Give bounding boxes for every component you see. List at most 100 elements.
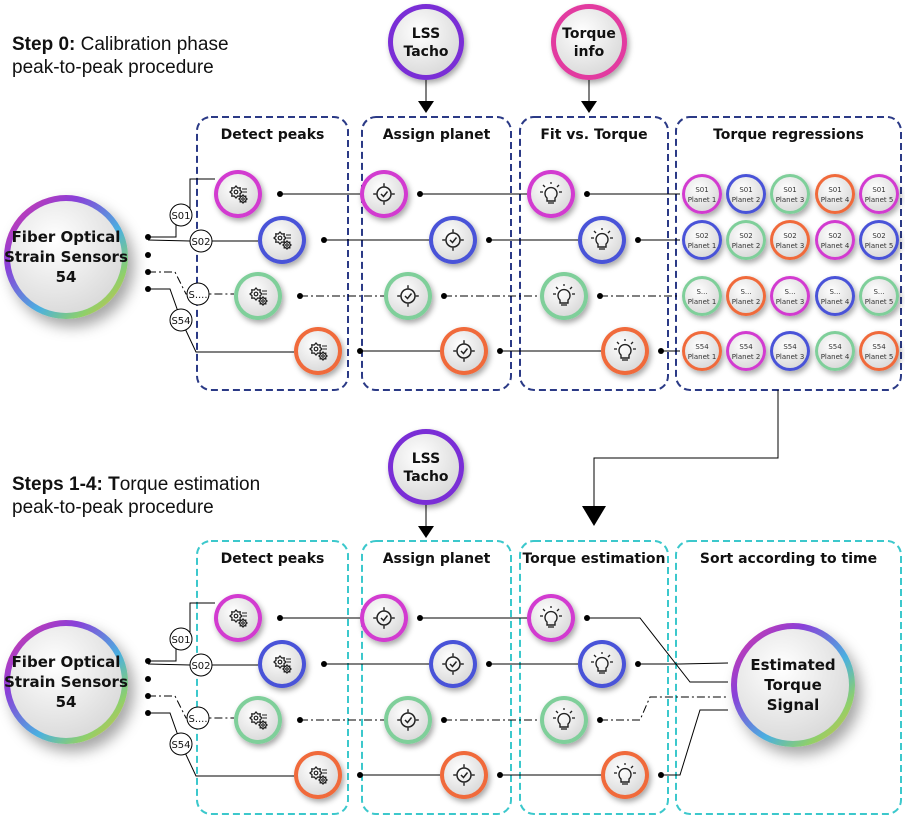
- gear-large-hub: [313, 346, 319, 352]
- stage-fourth: [675, 540, 902, 815]
- input-lss-tacho-top-line2: Tacho: [403, 44, 448, 60]
- input-lss-tacho-top-line1: LSS: [412, 26, 440, 42]
- node-face: [388, 276, 428, 316]
- step14-heading: Steps 1-4: Torque estimation peak-to-pea…: [12, 473, 260, 519]
- regression-sensor: S02: [695, 232, 708, 240]
- gears-icon: [228, 184, 249, 205]
- dial-check-icon: [373, 607, 395, 629]
- gear-large-hub: [253, 291, 259, 297]
- regression-face: [818, 279, 852, 313]
- source-sensors-top-line3: 54: [56, 268, 77, 286]
- lightbulb-icon: [614, 763, 636, 785]
- bulb-ray: [607, 654, 611, 658]
- lightbulb-icon: [553, 284, 575, 306]
- node-face: [433, 220, 473, 260]
- gear-small-hub: [285, 243, 289, 247]
- gear-large: [228, 184, 244, 200]
- gears-icon: [308, 765, 329, 786]
- assign-node-row4: [440, 327, 488, 375]
- regression-planet: Planet 2: [732, 353, 761, 361]
- regression-planet: Planet 5: [865, 298, 894, 306]
- regression-face: [773, 223, 807, 257]
- regression-face: [862, 279, 896, 313]
- stage-assign-planet: [361, 116, 512, 391]
- bulb-node-row3: [540, 696, 588, 744]
- stage-assign-planet-title: Assign planet: [383, 127, 491, 143]
- stage-third: [519, 116, 669, 391]
- bulb-ray: [616, 765, 620, 769]
- gear-large: [272, 230, 288, 246]
- regression-planet: Planet 5: [865, 242, 894, 250]
- sensor-tag-s54-text: S54: [171, 740, 190, 751]
- node-face: [444, 331, 484, 371]
- regression-planet: Planet 2: [732, 298, 761, 306]
- fan-sdots: [148, 695, 234, 719]
- input-lss-tacho-bottom: LSS Tacho: [388, 429, 464, 505]
- bulb-node-row3: [540, 272, 588, 320]
- bulb-node-row2: [578, 640, 626, 688]
- gears-icon: [308, 341, 329, 362]
- node-face: [605, 755, 645, 795]
- node-face: [364, 174, 404, 214]
- regression-face: [818, 334, 852, 368]
- gear-large-hub: [253, 715, 259, 721]
- gear-small: [237, 617, 249, 629]
- regression-arrow-head: [582, 506, 606, 526]
- regression-face: [685, 334, 719, 368]
- gears-icon: [272, 654, 293, 675]
- gear-large-hub: [277, 235, 283, 241]
- gear-small-hub: [261, 723, 265, 727]
- regression-face: [862, 223, 896, 257]
- bulb-ray: [555, 286, 559, 290]
- dial-check-icon: [397, 285, 419, 307]
- detect-node-row2: [258, 640, 306, 688]
- sensor-tag-s54-text: S54: [171, 316, 190, 327]
- check-mark: [460, 772, 469, 779]
- bulb-ray: [630, 341, 634, 345]
- source-sensors-bottom-line2: Strain Sensors: [4, 673, 128, 691]
- regression-cell: S...Planet 4: [815, 276, 855, 316]
- bulb-ray: [555, 710, 559, 714]
- bulb-ray: [556, 608, 560, 612]
- gear-large-hub: [233, 189, 239, 195]
- regression-face: [685, 177, 719, 211]
- regression-sensor: S02: [872, 232, 885, 240]
- step14-heading-line1: orque estimation: [119, 474, 261, 495]
- regression-sensor: S01: [872, 186, 885, 194]
- node-face: [444, 755, 484, 795]
- node-face: [605, 331, 645, 371]
- node-face: [298, 755, 338, 795]
- bulb-ray: [607, 230, 611, 234]
- input-lss-tacho-bottom-line2: Tacho: [403, 469, 448, 485]
- regression-face: [773, 177, 807, 211]
- stage-third-title: Torque estimation: [522, 551, 665, 567]
- regression-face: [773, 334, 807, 368]
- arrow-lss-bottom-head: [418, 526, 434, 538]
- sensor-tag-s54: [169, 308, 193, 332]
- dial-check-icon: [453, 340, 475, 362]
- input-torque-info-line1: Torque: [562, 26, 616, 42]
- sensor-tag-s02: [189, 653, 213, 677]
- dial-check-icon: [442, 653, 464, 675]
- input-lss-tacho-bottom-line1: LSS: [412, 451, 440, 467]
- regression-planet: Planet 1: [688, 196, 717, 204]
- detect-node-row4: [294, 327, 342, 375]
- regression-planet: Planet 3: [776, 298, 805, 306]
- regression-face: [729, 279, 763, 313]
- gears-icon: [272, 230, 293, 251]
- regression-face: [685, 279, 719, 313]
- dial-ring: [445, 656, 461, 672]
- regression-planet: Planet 3: [776, 353, 805, 361]
- regression-planet: Planet 4: [821, 353, 850, 361]
- big-face: [10, 626, 122, 738]
- source-sensors-top-line1: Fiber Optical: [12, 228, 121, 246]
